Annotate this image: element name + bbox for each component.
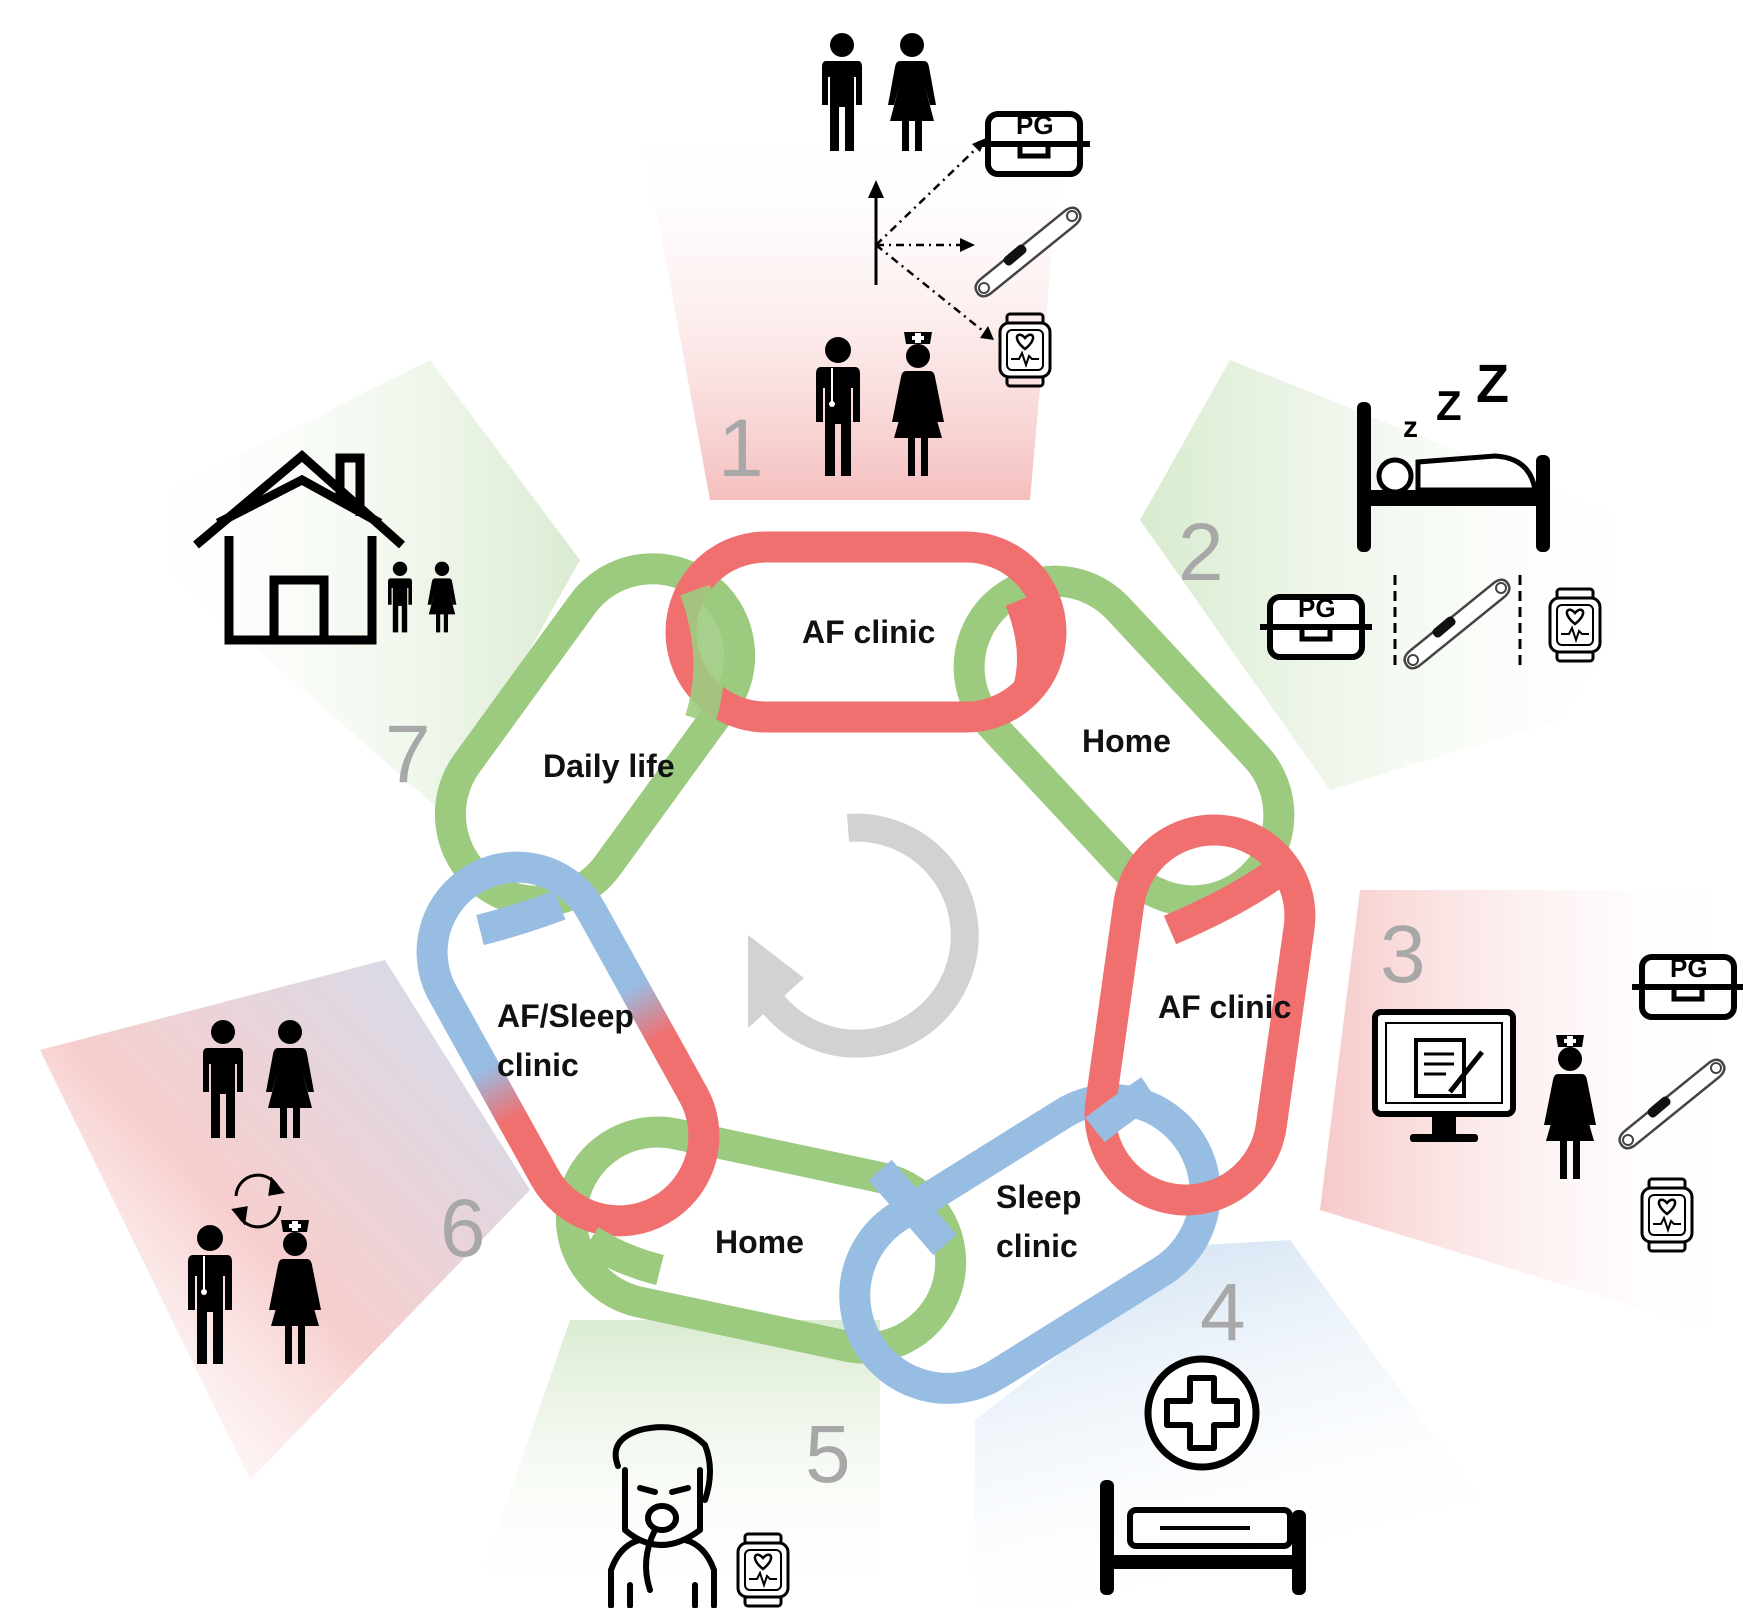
patient-cpap-mask-icon [608, 1424, 717, 1608]
label-sleep-clinic-line2: clinic [996, 1228, 1078, 1264]
hospital-bed-icon [1100, 1355, 1306, 1595]
care-cycle-chain [416, 531, 1316, 1404]
step-7-icons [193, 450, 457, 645]
computer-report-icon [1372, 1009, 1516, 1142]
step-number-6: 6 [440, 1183, 486, 1274]
wedge-4 [975, 1240, 1560, 1608]
wedge-1 [640, 120, 1060, 500]
label-sleep-clinic-line1: Sleep [996, 1179, 1081, 1215]
chain-link-sleep-clinic [839, 1084, 1221, 1404]
svg-text:Z: Z [1436, 382, 1462, 429]
house-icon [193, 450, 405, 645]
step-number-7: 7 [385, 709, 431, 800]
pg-label-2: PG [1298, 593, 1336, 623]
chain-link-af-clinic-top [665, 531, 1067, 733]
smartwatch-icon [998, 312, 1052, 388]
smartwatch-icon [1548, 587, 1602, 663]
step-number-4: 4 [1200, 1267, 1246, 1358]
sleeping-bed-icon: z Z Z [1357, 354, 1550, 552]
cycle-arrow-icon [748, 813, 979, 1058]
label-home-right: Home [1082, 723, 1171, 759]
label-af-clinic-top: AF clinic [802, 614, 935, 650]
step-5-icons [608, 1424, 790, 1608]
label-af-sleep-clinic-line1: AF/Sleep [497, 998, 634, 1034]
sync-arrows-icon [231, 1173, 285, 1229]
wedge-2 [1140, 360, 1680, 790]
pg-label-3: PG [1670, 953, 1708, 983]
svg-text:z: z [1403, 411, 1418, 444]
step-1-icons: PG [815, 33, 1090, 477]
step-number-5: 5 [805, 1409, 851, 1500]
step-6-icons [187, 1020, 321, 1365]
chain-link-af-sleep-clinic [416, 851, 720, 1237]
wedge-7 [110, 360, 580, 810]
step-2-icons: z Z Z PG [1260, 354, 1602, 670]
svg-text:Z: Z [1476, 354, 1509, 414]
step-numbers: 1 2 3 4 5 6 7 [385, 403, 1426, 1500]
pg-label-1: PG [1016, 110, 1054, 140]
wedge-3 [1320, 890, 1743, 1340]
step-number-3: 3 [1380, 909, 1426, 1000]
label-af-sleep-clinic-line2: clinic [497, 1047, 579, 1083]
step-3-icons: PG [1372, 953, 1743, 1253]
step-number-2: 2 [1178, 507, 1224, 598]
label-af-clinic-right: AF clinic [1158, 989, 1291, 1025]
wedge-5 [470, 1320, 880, 1608]
label-daily-life: Daily life [543, 748, 675, 784]
step-4-icons [1100, 1355, 1306, 1595]
smartwatch-icon [736, 1532, 790, 1608]
step-number-1: 1 [718, 403, 764, 494]
label-home-bottom: Home [715, 1224, 804, 1260]
smartwatch-icon [1640, 1177, 1694, 1253]
chain-link-af-clinic-right [1084, 814, 1316, 1216]
background-wedges [40, 120, 1743, 1608]
